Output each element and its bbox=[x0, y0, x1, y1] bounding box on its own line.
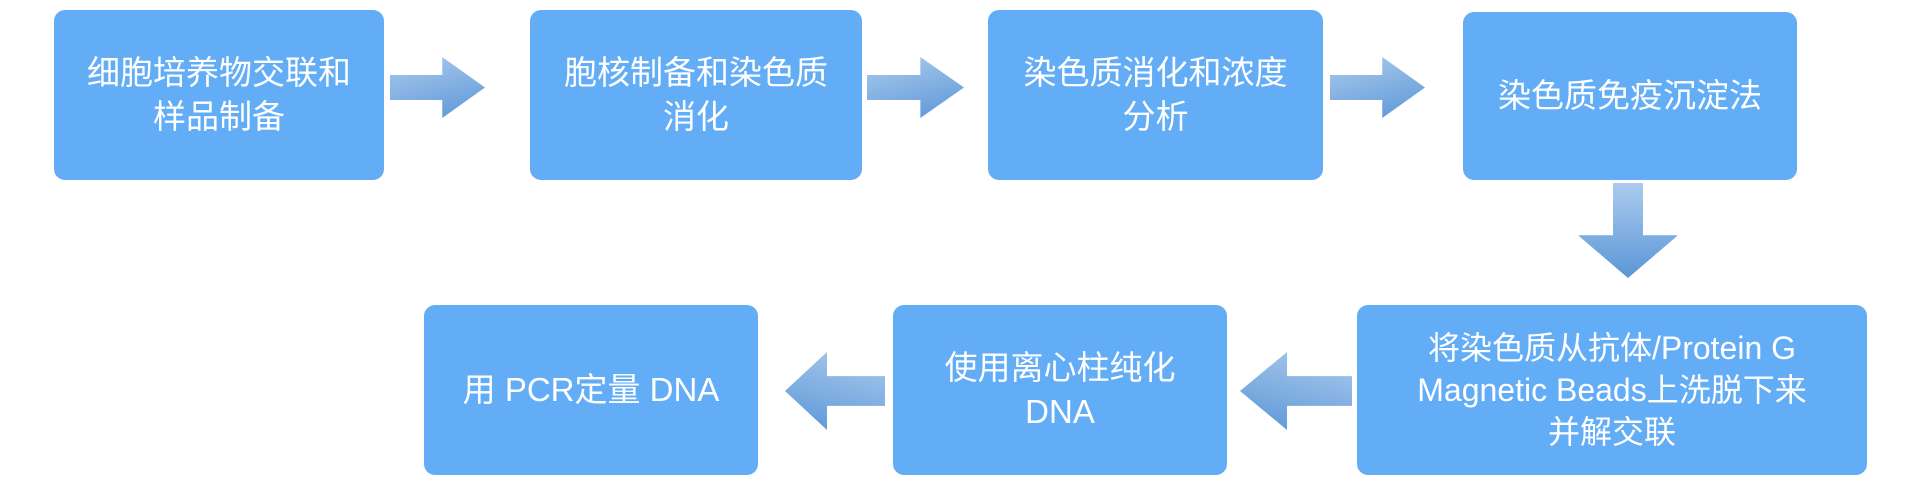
step-5-line-1: 将染色质从抗体/Protein G bbox=[1427, 329, 1797, 366]
step-3-line-2: 分析 bbox=[1122, 98, 1189, 135]
step-box-2: 胞核制备和染色质 消化 bbox=[530, 10, 862, 180]
step-box-7: 用 PCR定量 DNA bbox=[424, 305, 758, 475]
step-7-line-1: 用 PCR定量 DNA bbox=[462, 371, 720, 409]
step-4-line-1: 染色质免疫沉淀法 bbox=[1498, 77, 1762, 115]
step-2-line-2: 消化 bbox=[663, 98, 729, 135]
step-2-line-1: 胞核制备和染色质 bbox=[564, 54, 828, 92]
step-box-1: 细胞培养物交联和 样品制备 bbox=[54, 10, 384, 180]
step-1-line-2: 样品制备 bbox=[153, 98, 285, 135]
arrow-right-icon bbox=[1330, 57, 1425, 118]
step-box-6: 使用离心柱纯化 DNA bbox=[893, 305, 1227, 475]
arrow-left-icon bbox=[1240, 352, 1352, 430]
step-1-line-1: 细胞培养物交联和 bbox=[87, 54, 351, 92]
step-5-line-2: Magnetic Beads上洗脱下来 bbox=[1417, 371, 1807, 408]
step-box-5: 将染色质从抗体/Protein G Magnetic Beads上洗脱下来 并解… bbox=[1357, 305, 1867, 475]
step-box-3: 染色质消化和浓度 分析 bbox=[988, 10, 1323, 180]
arrow-left-icon bbox=[785, 352, 885, 430]
arrow-right-icon bbox=[390, 57, 485, 118]
step-6-line-2: DNA bbox=[1025, 393, 1095, 430]
step-5-line-3: 并解交联 bbox=[1547, 414, 1676, 451]
step-6-line-1: 使用离心柱纯化 bbox=[944, 349, 1176, 387]
step-3-line-1: 染色质消化和浓度 bbox=[1023, 54, 1288, 92]
arrow-right-icon bbox=[867, 57, 964, 118]
arrow-down-icon bbox=[1578, 183, 1678, 278]
step-box-4: 染色质免疫沉淀法 bbox=[1463, 12, 1797, 180]
